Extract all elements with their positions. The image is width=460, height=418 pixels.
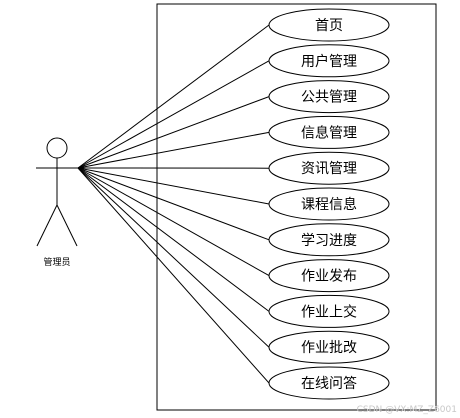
use-case-ellipse <box>268 223 390 257</box>
actor-admin: 管理员 <box>36 137 78 268</box>
association-line <box>77 167 270 241</box>
association-line <box>77 167 270 348</box>
use-case: 用户管理 <box>268 44 390 78</box>
use-case-ellipse <box>268 80 390 114</box>
use-case: 资讯管理 <box>268 151 390 185</box>
use-case: 首页 <box>268 8 390 42</box>
use-case: 公共管理 <box>268 80 390 114</box>
association-line <box>77 167 270 205</box>
use-case-ellipse <box>268 115 390 149</box>
association-lines <box>77 24 270 384</box>
use-case-label: 用户管理 <box>301 53 357 70</box>
use-case: 在线问答 <box>268 366 390 400</box>
actor-right-leg <box>56 204 78 247</box>
association-line <box>77 60 270 169</box>
use-case-label: 在线问答 <box>301 375 357 392</box>
use-case-group: 首页用户管理公共管理信息管理资讯管理课程信息学习进度作业发布作业上交作业批改在线… <box>268 8 390 400</box>
use-case-label: 学习进度 <box>301 233 357 249</box>
use-case-label: 公共管理 <box>301 90 357 106</box>
use-case-label: 信息管理 <box>301 124 357 141</box>
use-case-ellipse <box>268 44 390 78</box>
use-case-ellipse <box>268 259 390 293</box>
use-case-label: 资讯管理 <box>301 161 357 177</box>
actor-head <box>46 137 68 159</box>
use-case: 作业批改 <box>268 330 390 364</box>
association-line <box>77 167 270 277</box>
system-boundary <box>156 3 437 411</box>
association-line <box>77 167 270 312</box>
use-case-label: 作业上交 <box>301 303 357 320</box>
use-case: 学习进度 <box>268 223 390 257</box>
use-case-label: 首页 <box>315 18 343 34</box>
use-case-ellipse <box>268 151 390 185</box>
actor-label: 管理员 <box>43 256 70 268</box>
use-case-ellipse <box>268 294 390 328</box>
association-line <box>77 24 270 169</box>
association-line <box>77 131 270 169</box>
use-case: 作业发布 <box>268 259 390 293</box>
actor-left-leg <box>36 204 58 247</box>
use-case-label: 作业发布 <box>301 269 357 285</box>
use-case-label: 作业批改 <box>301 340 357 356</box>
use-case: 课程信息 <box>268 187 390 221</box>
use-case-label: 课程信息 <box>301 196 357 213</box>
use-case: 作业上交 <box>268 294 390 328</box>
use-case: 信息管理 <box>268 115 390 149</box>
watermark: CSDN @VX:MZ_Z6001 <box>356 405 457 415</box>
association-line <box>77 167 270 384</box>
use-case-ellipse <box>268 366 390 400</box>
association-line <box>77 96 270 169</box>
use-case-ellipse <box>268 187 390 221</box>
use-case-ellipse <box>268 330 390 364</box>
use-case-ellipse <box>268 8 390 42</box>
